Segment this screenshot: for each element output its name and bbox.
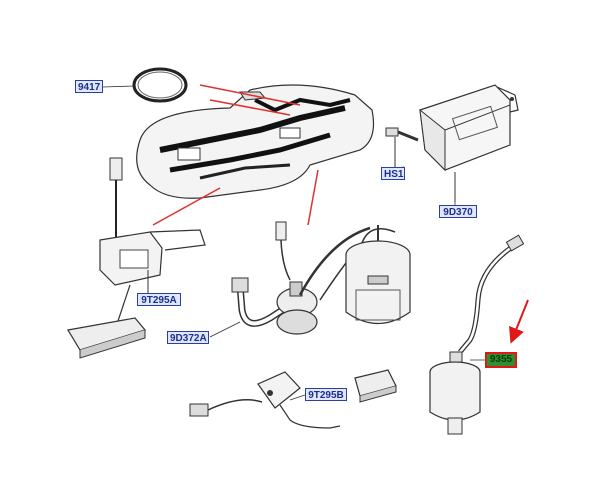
callout-9d372a: 9D372A: [167, 331, 209, 344]
red-leader-lines: [152, 84, 319, 226]
sender-unit-part: [67, 157, 206, 359]
callout-9417: 9417: [75, 80, 103, 93]
control-module-part: [419, 84, 519, 202]
fuel-tank-part: [136, 84, 375, 199]
callout-9t295b: 9T295B: [305, 388, 347, 401]
o-ring-part: [132, 67, 188, 103]
callout-9d370: 9D370: [439, 205, 477, 218]
highlight-arrow: [509, 299, 529, 344]
pump-housing-part: [345, 225, 411, 324]
bolt-part: [385, 127, 419, 168]
fuel-filter-part: [429, 234, 525, 435]
lower-sender-part: [189, 369, 397, 429]
callout-9t295a: 9T295A: [137, 293, 181, 306]
fuel-pump-part: [231, 221, 371, 335]
callout-hs1: HS1: [381, 167, 405, 180]
callout-9355-highlighted: 9355: [485, 352, 517, 368]
